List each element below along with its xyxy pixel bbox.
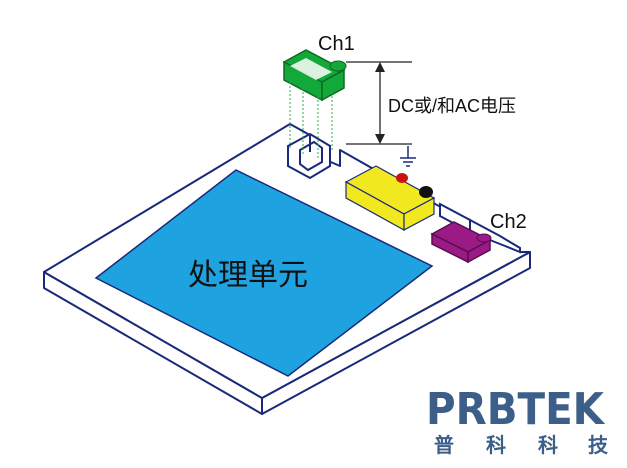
ch2-label: Ch2 bbox=[490, 211, 527, 233]
processing-unit-label: 处理单元 bbox=[188, 259, 308, 292]
logo-subtitle-2: 科 bbox=[486, 433, 506, 457]
ground-icon bbox=[400, 146, 416, 167]
red-terminal-icon bbox=[396, 173, 408, 183]
logo-subtitle-1: 普 bbox=[434, 433, 454, 457]
voltage-label: DC或/和AC电压 bbox=[388, 96, 516, 116]
ch2-probe-cap bbox=[476, 233, 492, 243]
prbtek-logo: PRBTEK 普 科 科 技 bbox=[426, 384, 609, 457]
logo-subtitle-4: 技 bbox=[588, 433, 609, 457]
processing-unit bbox=[94, 169, 434, 377]
component-side bbox=[403, 197, 435, 231]
ch1-probe-cap bbox=[329, 60, 347, 72]
ch1-probe bbox=[282, 49, 347, 102]
ch2-probe bbox=[430, 221, 492, 264]
ch1-guide-lines bbox=[289, 82, 333, 160]
logo-subtitle-3: 科 bbox=[538, 433, 558, 457]
ch1-label: Ch1 bbox=[318, 33, 355, 55]
ch1-socket bbox=[287, 132, 331, 180]
voltage-dimension bbox=[346, 61, 412, 145]
ch1-probe-side bbox=[321, 68, 345, 102]
logo-name: PRBTEK bbox=[426, 384, 606, 435]
ch2-probe-side bbox=[467, 238, 491, 264]
dut-component bbox=[344, 165, 436, 232]
black-terminal-icon bbox=[419, 186, 433, 198]
